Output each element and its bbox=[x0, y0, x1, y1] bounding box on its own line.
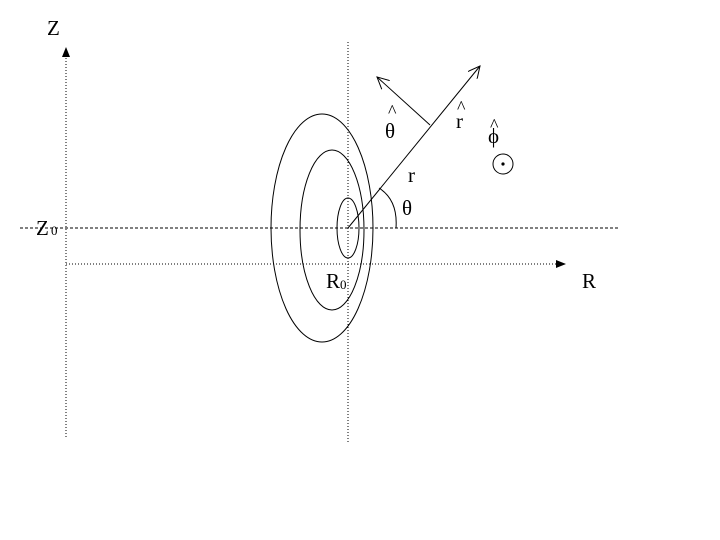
phi-hat-caret: ^ bbox=[490, 115, 499, 135]
r-axis-label: R bbox=[582, 269, 596, 293]
outer-flux-surface bbox=[270, 113, 374, 343]
theta-hat-caret: ^ bbox=[388, 101, 397, 121]
r-vector bbox=[347, 66, 480, 229]
theta-hat-label: θ bbox=[385, 119, 395, 143]
theta-angle-arc bbox=[378, 187, 397, 229]
phi-hat-label: ϕ bbox=[488, 124, 499, 148]
z-axis-label: Z bbox=[47, 16, 60, 40]
z0-label: Z bbox=[36, 216, 49, 240]
middle-flux-surface bbox=[299, 149, 365, 311]
theta-angle-label: θ bbox=[402, 196, 412, 220]
inner-flux-surface bbox=[336, 197, 360, 259]
theta-hat-vector bbox=[377, 77, 431, 126]
r-hat-label: r bbox=[456, 109, 463, 133]
r-hat-caret: ^ bbox=[457, 97, 466, 117]
r0-label-subscript: 0 bbox=[340, 277, 347, 292]
z0-label-subscript: 0 bbox=[51, 223, 58, 238]
phi-hat-dot bbox=[501, 162, 505, 166]
r-vector-label: r bbox=[408, 163, 415, 187]
r0-label: R bbox=[326, 269, 340, 293]
phi-hat-out-of-page-icon bbox=[492, 153, 514, 175]
